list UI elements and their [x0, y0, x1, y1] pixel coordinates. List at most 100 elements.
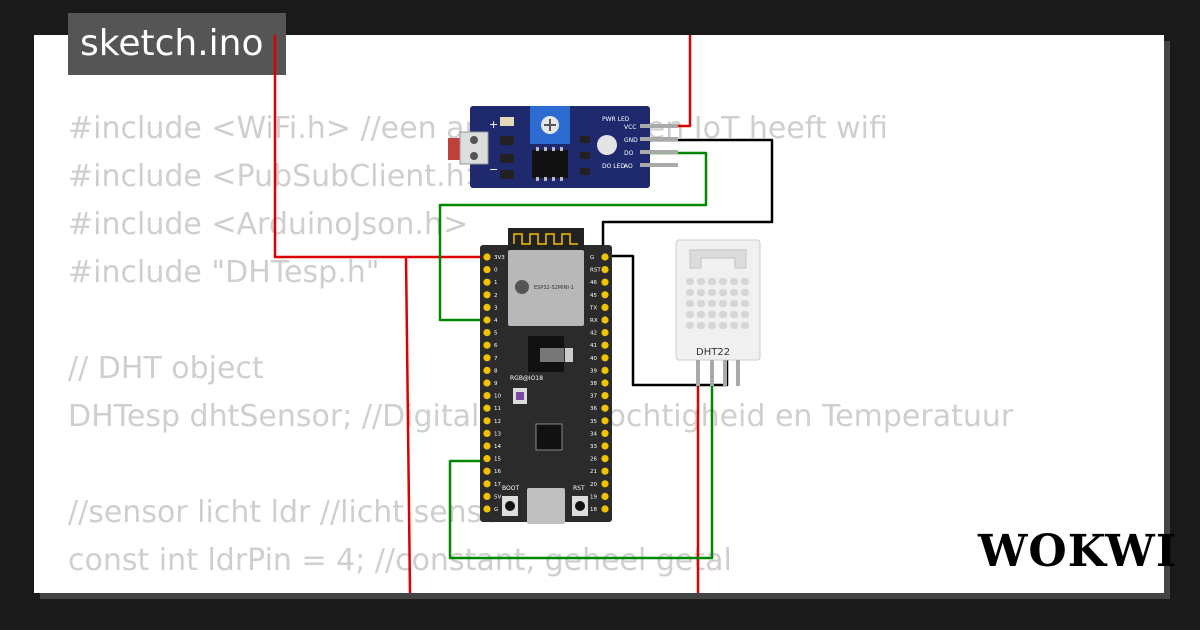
left-pin-pad[interactable] — [483, 341, 491, 349]
left-pin-pad[interactable] — [483, 392, 491, 400]
right-pin-pad[interactable] — [601, 429, 609, 437]
ldr-plus-label: + — [489, 118, 498, 131]
dht22-vent-slot — [730, 300, 738, 307]
dht22-vent-slot — [708, 311, 716, 318]
right-pin-pad[interactable] — [601, 329, 609, 337]
code-line: const int ldrPin = 4; //constant, geheel… — [68, 543, 732, 578]
left-pin-pad[interactable] — [483, 429, 491, 437]
esp32-rgb-label: RGB@IO18 — [510, 375, 543, 382]
right-pin-label: 41 — [590, 343, 597, 349]
dht22-vent-slot — [741, 278, 749, 285]
esp32-pin-rows[interactable]: 3V3012345678910111213141516175VGGRST4645… — [483, 253, 609, 513]
ldr-pin-do-label: DO — [624, 150, 634, 157]
esp32-usb-chip — [535, 423, 563, 451]
left-pin-pad[interactable] — [483, 442, 491, 450]
dht22-vent-slot — [686, 300, 694, 307]
right-pin-label: 34 — [590, 431, 597, 437]
right-pin-pad[interactable] — [601, 467, 609, 475]
right-pin-pad[interactable] — [601, 278, 609, 286]
ldr-sensor-led — [597, 135, 617, 155]
right-pin-pad[interactable] — [601, 442, 609, 450]
right-pin-pad[interactable] — [601, 404, 609, 412]
ldr-header-pins[interactable] — [640, 124, 678, 167]
right-pin-pad[interactable] — [601, 316, 609, 324]
right-pin-pad[interactable] — [601, 354, 609, 362]
dht22-vent-slot — [730, 311, 738, 318]
ldr-terminal-screw-2 — [470, 152, 478, 160]
left-pin-pad[interactable] — [483, 266, 491, 274]
left-pin-pad[interactable] — [483, 354, 491, 362]
right-pin-pad[interactable] — [601, 266, 609, 274]
left-pin-label: G — [494, 507, 498, 513]
dht22-label: DHT22 — [696, 347, 730, 358]
red-wire-ldr-vcc — [650, 35, 692, 128]
right-pin-pad[interactable] — [601, 492, 609, 500]
ldr-terminal-screw-1 — [470, 136, 478, 144]
esp32-rgb-led-die — [516, 392, 524, 400]
right-pin-pad[interactable] — [601, 303, 609, 311]
right-pin-pad[interactable] — [601, 455, 609, 463]
left-pin-pad[interactable] — [483, 492, 491, 500]
right-pin-pad[interactable] — [601, 379, 609, 387]
dht22-vent-slot — [719, 289, 727, 296]
left-pin-pad[interactable] — [483, 329, 491, 337]
ldr-pin-vcc-label: VCC — [624, 124, 636, 131]
left-pin-pad[interactable] — [483, 505, 491, 513]
left-pin-pad[interactable] — [483, 366, 491, 374]
ldr-pin-gnd-label: GND — [624, 137, 638, 144]
ldr-do-led-label: DO LED — [602, 163, 625, 170]
dht22-vent-slot — [697, 289, 705, 296]
left-pin-label: 14 — [494, 444, 501, 450]
dht22-vent-slot — [697, 278, 705, 285]
right-pin-pad[interactable] — [601, 253, 609, 261]
left-pin-label: 16 — [494, 469, 501, 475]
right-pin-pad[interactable] — [601, 291, 609, 299]
esp32-usb-connector[interactable] — [527, 488, 565, 524]
left-pin-pad[interactable] — [483, 253, 491, 261]
left-pin-label: 3 — [494, 305, 498, 311]
green-wire-dht-data — [448, 385, 714, 560]
dht22-vent-slot — [741, 289, 749, 296]
left-pin-label: 7 — [494, 356, 498, 362]
esp32-board[interactable]: ESP32-S2MINI-1 RGB@IO18 BOOT RST 3V30123… — [480, 228, 612, 524]
left-pin-pad[interactable] — [483, 480, 491, 488]
ldr-resistor-4 — [500, 170, 514, 179]
right-pin-label: 46 — [590, 280, 597, 286]
right-pin-label: 38 — [590, 381, 597, 387]
right-pin-pad[interactable] — [601, 505, 609, 513]
left-pin-pad[interactable] — [483, 278, 491, 286]
left-pin-pad[interactable] — [483, 455, 491, 463]
left-pin-label: 13 — [494, 431, 501, 437]
right-pin-label: 33 — [590, 444, 597, 450]
ldr-resistor-3 — [500, 154, 514, 163]
right-pin-pad[interactable] — [601, 341, 609, 349]
left-pin-pad[interactable] — [483, 467, 491, 475]
esp32-boot-button-cap[interactable] — [505, 501, 515, 511]
dht22-vent-slot — [686, 289, 694, 296]
ldr-module[interactable]: + − PWR LED DO LED VCC GND DO AO — [448, 106, 678, 188]
right-pin-pad[interactable] — [601, 366, 609, 374]
sketch-title: sketch.ino — [68, 13, 286, 75]
right-pin-pad[interactable] — [601, 480, 609, 488]
dht22-vent-slot — [708, 289, 716, 296]
left-pin-label: 1 — [494, 280, 498, 286]
esp32-rst-button-cap[interactable] — [575, 501, 585, 511]
dht22-top-notch — [689, 249, 747, 269]
right-pin-label: 35 — [590, 419, 597, 425]
esp32-module-shield — [508, 250, 584, 326]
left-pin-pad[interactable] — [483, 291, 491, 299]
dht22-sensor[interactable]: DHT22 — [675, 239, 761, 386]
left-pin-pad[interactable] — [483, 303, 491, 311]
left-pin-label: 17 — [494, 482, 501, 488]
right-pin-pad[interactable] — [601, 417, 609, 425]
left-pin-pad[interactable] — [483, 417, 491, 425]
red-wire-3v3 — [273, 35, 487, 259]
dht22-legs[interactable] — [696, 360, 740, 386]
dht22-vent-slot — [741, 300, 749, 307]
left-pin-pad[interactable] — [483, 379, 491, 387]
left-pin-pad[interactable] — [483, 404, 491, 412]
red-wire-left-down — [404, 256, 412, 594]
left-pin-pad[interactable] — [483, 316, 491, 324]
right-pin-label: 36 — [590, 406, 597, 412]
right-pin-pad[interactable] — [601, 392, 609, 400]
